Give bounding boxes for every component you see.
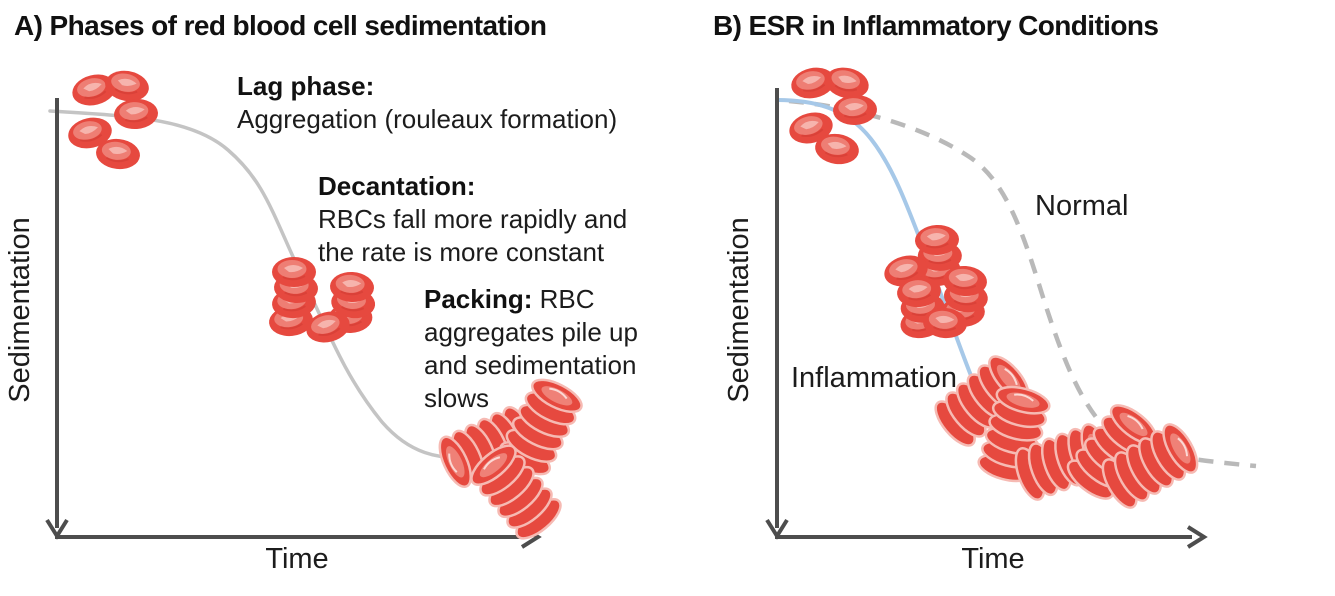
panel-b-x-axis-label: Time [961,543,1025,575]
lag-phase-heading: Lag phase: [237,71,375,101]
rbc-cluster-mid-b [880,224,991,342]
rbc-cluster-lag-a [64,66,160,173]
rbc-cluster-decantation-a [266,257,378,348]
normal-curve-label: Normal [1035,190,1129,222]
rbc-pile [271,257,319,320]
rbc-disc [101,66,153,106]
rouleaux-row-b [927,349,1206,514]
panel-b-title: B) ESR in Inflammatory Conditions [713,10,1159,41]
panel-a-x-axis-label: Time [265,543,329,575]
packing-body: RBC aggregates pile up and sedimentation… [424,284,638,413]
rbc-cluster-top-b [785,62,879,168]
packing-annotation: Packing: RBC aggregates pile up and sedi… [424,283,656,415]
panel-a-title: A) Phases of red blood cell sedimentatio… [14,10,547,41]
panel-b-x-axis-arrow-icon [1186,525,1208,549]
packing-heading: Packing: [424,284,533,314]
decantation-annotation: Decantation: RBCs fall more rapidly and … [318,170,648,269]
decantation-heading: Decantation: [318,171,476,201]
lag-phase-body: Aggregation (rouleaux formation) [237,104,618,134]
panel-a-y-axis-label: Sedimentation [4,217,36,403]
rbc-disc [831,92,879,128]
decantation-body: RBCs fall more rapidly and the rate is m… [318,204,628,267]
rbc-disc [112,96,160,132]
inflammation-curve-label: Inflammation [791,362,958,394]
lag-phase-annotation: Lag phase: Aggregation (rouleaux formati… [237,70,667,136]
panel-b-axes [765,88,1208,549]
panel-b-y-axis-label: Sedimentation [723,217,755,403]
